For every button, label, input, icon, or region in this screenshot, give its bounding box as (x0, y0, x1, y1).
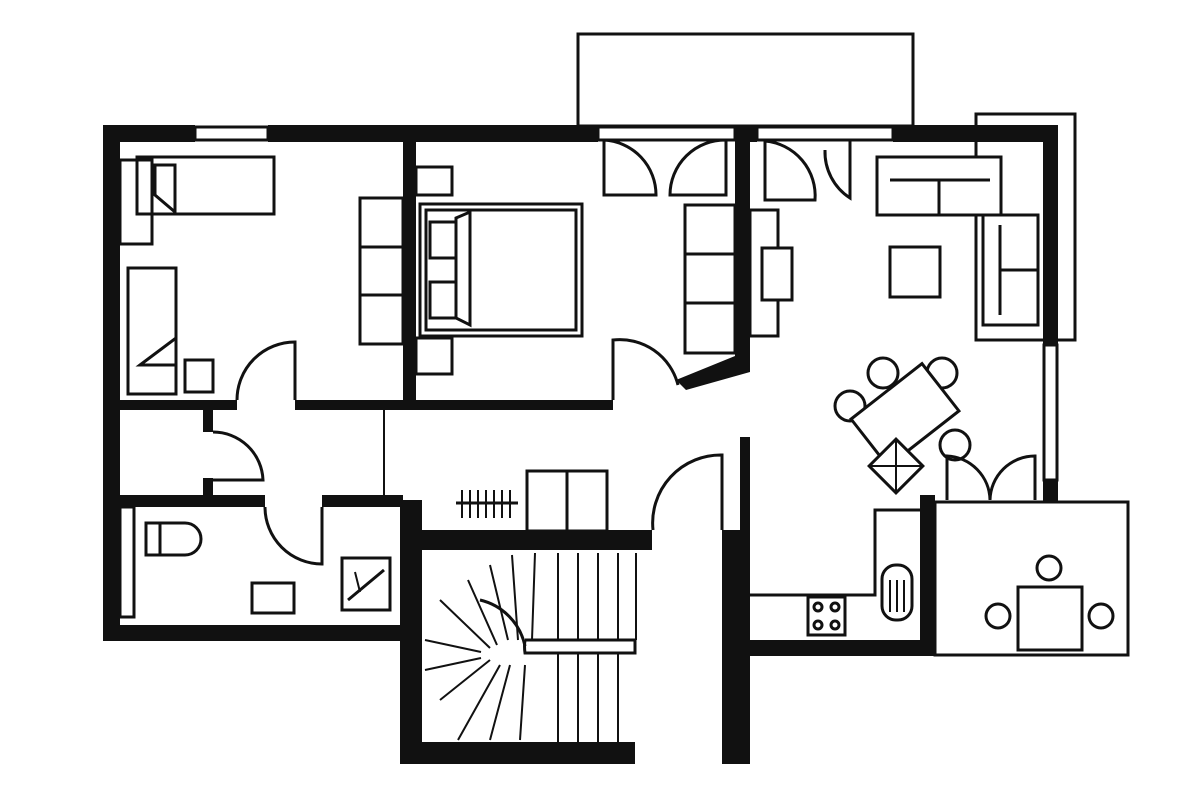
staircase (424, 552, 637, 742)
door-bathroom[interactable] (263, 506, 324, 566)
kitchen-counter (750, 508, 920, 637)
study-room (933, 500, 1130, 657)
door-study[interactable] (945, 454, 1037, 501)
desk-set (984, 554, 1115, 652)
coffee-table (888, 245, 942, 299)
bed-single-top (118, 155, 276, 246)
wardrobe-bedroom2 (683, 203, 737, 355)
bed-single-left (126, 266, 215, 396)
outer-walls (103, 125, 1058, 764)
door-storage[interactable] (212, 430, 265, 482)
door-bedroom2[interactable] (611, 338, 680, 400)
coat-rack (456, 490, 518, 518)
interior-walls (120, 141, 750, 532)
tv-cabinet (748, 208, 794, 338)
dining-set (833, 356, 972, 495)
door-bedroom1[interactable] (235, 340, 297, 401)
balcony-door-left[interactable] (602, 138, 728, 197)
double-bed (414, 165, 584, 376)
sofa (875, 155, 1040, 327)
hall-cabinet (525, 469, 609, 533)
sink (250, 581, 296, 615)
balcony-right (974, 112, 1077, 342)
shower (340, 556, 392, 612)
wardrobe-bedroom1 (358, 196, 405, 346)
toilet (144, 521, 203, 557)
balcony-top (576, 32, 915, 128)
door-hall[interactable] (651, 453, 724, 531)
balcony-door-right[interactable] (763, 139, 852, 202)
